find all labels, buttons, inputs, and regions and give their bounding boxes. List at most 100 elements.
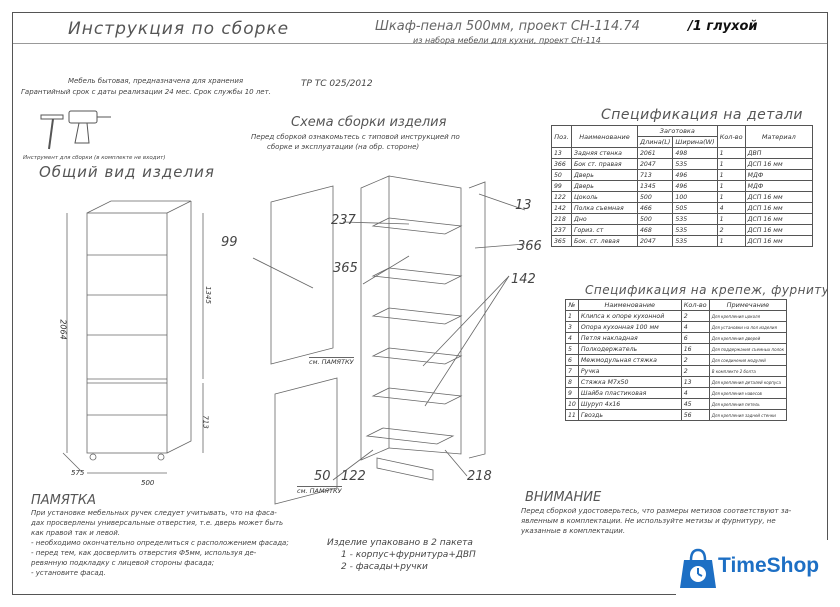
- memo-title: ПАМЯТКА: [31, 493, 96, 508]
- memo-line-3: как правой так и левой.: [31, 529, 121, 537]
- parts-cell-w: 535: [672, 213, 718, 225]
- parts-cell-pos: 142: [551, 202, 572, 214]
- label-237: 237: [331, 213, 356, 228]
- memo-line-2: дах просверлены универсальные отверстия,…: [31, 519, 284, 527]
- hardware-cell-name: Шуруп 4х16: [577, 398, 682, 410]
- general-view-drawing: [62, 200, 204, 474]
- parts-cell-mat: МДФ: [744, 180, 814, 192]
- hardware-cell-n: 7: [565, 365, 579, 377]
- parts-col-length: Длина(L): [636, 136, 674, 148]
- label-50: 50: [314, 469, 331, 484]
- parts-cell-mat: ДСП 16 мм: [744, 235, 814, 247]
- parts-cell-l: 466: [636, 202, 674, 214]
- parts-cell-mat: ДСП 16 мм: [744, 213, 814, 225]
- parts-cell-qty: 1: [716, 213, 746, 225]
- assembly-title: Схема сборки изделия: [291, 115, 447, 130]
- tools-icon: [40, 110, 111, 150]
- assembly-drawing: [252, 175, 526, 505]
- label-218: 218: [467, 469, 492, 484]
- shopping-bag-clock-icon: [680, 548, 716, 588]
- parts-cell-w: 496: [672, 169, 718, 181]
- parts-cell-w: 535: [672, 158, 718, 170]
- hardware-cell-name: Гвоздь: [577, 409, 682, 421]
- parts-cell-mat: ДСП 16 мм: [744, 224, 814, 236]
- packing-line-2: 1 - корпус+фурнитура+ДВП: [341, 550, 476, 560]
- logo-text: TimeShop: [718, 554, 820, 577]
- parts-cell-name: Бок ст. правая: [571, 158, 638, 170]
- parts-col-blank: Заготовка: [637, 125, 718, 137]
- hardware-cell-n: 5: [565, 343, 579, 355]
- parts-cell-w: 496: [672, 180, 718, 192]
- parts-cell-qty: 1: [716, 191, 746, 203]
- hardware-cell-name: Стяжка М7х50: [577, 376, 682, 388]
- hw-col-qty: Кол-во: [680, 299, 710, 311]
- dim-width: 500: [141, 479, 155, 487]
- parts-col-material: Материал: [744, 125, 814, 148]
- parts-cell-mat: ДВП: [744, 147, 814, 159]
- hardware-cell-qty: 16: [680, 343, 710, 355]
- hardware-cell-qty: 56: [680, 409, 710, 421]
- instruction-sheet: Инструкция по сборке Шкаф-пенал 500мм, п…: [12, 12, 828, 595]
- parts-cell-l: 500: [636, 191, 674, 203]
- hw-col-num: №: [565, 299, 579, 311]
- parts-col-qty: Кол-во: [716, 125, 746, 148]
- hw-col-note: Примечание: [708, 299, 788, 311]
- parts-cell-qty: 2: [716, 224, 746, 236]
- timeshop-logo[interactable]: TimeShop: [676, 540, 836, 602]
- hardware-cell-name: Межмодульная стяжка: [577, 354, 682, 366]
- hardware-cell-n: 6: [565, 354, 579, 366]
- packing-line-1: Изделие упаковано в 2 пакета: [327, 538, 473, 548]
- label-142: 142: [511, 272, 536, 287]
- parts-cell-mat: ДСП 16 мм: [744, 158, 814, 170]
- parts-cell-mat: ДСП 16 мм: [744, 202, 814, 214]
- product-suffix: /1 глухой: [688, 19, 758, 34]
- warning-line-3: указанные в комплектации.: [521, 527, 626, 535]
- parts-cell-pos: 50: [551, 169, 572, 181]
- hardware-cell-name: Петля накладная: [577, 332, 682, 344]
- assembly-note-1: Перед сборкой ознакомьтесь с типовой инс…: [251, 133, 460, 141]
- parts-cell-name: Полка съемная: [571, 202, 638, 214]
- intro-line-2: Гарантийный срок с даты реализации 24 ме…: [21, 88, 271, 96]
- product-subtitle: из набора мебели для кухни, проект СН-11…: [413, 36, 601, 45]
- hardware-cell-qty: 45: [680, 398, 710, 410]
- hardware-cell-note: Для соединения модулей: [708, 354, 788, 366]
- memo-ref-2: см. ПАМЯТКУ: [297, 486, 342, 495]
- packing-line-3: 2 - фасады+ручки: [341, 562, 428, 572]
- memo-ref-1: см. ПАМЯТКУ: [309, 357, 354, 366]
- parts-cell-qty: 1: [716, 158, 746, 170]
- hw-col-name: Наименование: [577, 299, 682, 311]
- hardware-cell-name: Ручка: [577, 365, 682, 377]
- parts-cell-pos: 365: [551, 235, 572, 247]
- parts-cell-name: Гориз. ст: [571, 224, 638, 236]
- hardware-cell-note: В комплекте 2 болта: [708, 365, 788, 377]
- parts-cell-w: 535: [672, 224, 718, 236]
- label-366: 366: [517, 239, 542, 254]
- parts-cell-l: 2047: [636, 158, 674, 170]
- label-13: 13: [515, 198, 532, 213]
- parts-cell-qty: 4: [716, 202, 746, 214]
- parts-cell-l: 2061: [636, 147, 674, 159]
- hardware-cell-n: 8: [565, 376, 579, 388]
- parts-cell-name: Бок. ст. левая: [571, 235, 638, 247]
- standard-label: ТР ТС 025/2012: [301, 79, 373, 89]
- parts-cell-l: 1345: [636, 180, 674, 192]
- dim-upper: 1345: [203, 286, 212, 304]
- dim-depth: 575: [71, 469, 85, 477]
- parts-cell-qty: 1: [716, 235, 746, 247]
- hardware-cell-note: Для крепления петель: [708, 398, 788, 410]
- parts-cell-pos: 218: [551, 213, 572, 225]
- label-122: 122: [341, 469, 366, 484]
- parts-cell-w: 100: [672, 191, 718, 203]
- general-view-title: Общий вид изделия: [39, 163, 215, 181]
